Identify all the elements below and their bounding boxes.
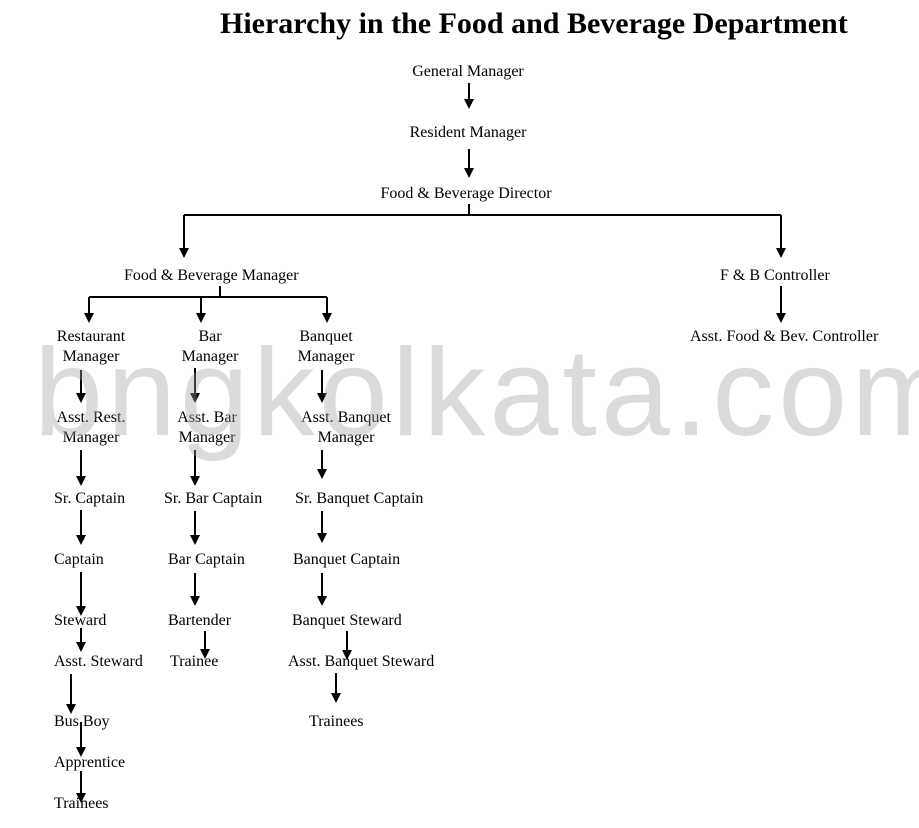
node-banquet-steward: Banquet Steward — [292, 612, 402, 629]
arrow-bar-captain-to-bartender-head — [190, 596, 200, 606]
arrow-to-fbm-head — [179, 248, 189, 258]
arrow-gm-to-rm-head — [464, 99, 474, 109]
arrow-fbc-to-afbc-head — [776, 313, 786, 323]
arrow-to-restaurant-manager-head — [84, 313, 94, 323]
node-bar-manager-line1: Bar — [198, 328, 222, 345]
node-bar-manager-line2: Manager — [181, 348, 239, 365]
arrow-rm-to-fbd-head — [464, 168, 474, 178]
node-asst-steward: Asst. Steward — [54, 653, 143, 670]
node-restaurant-trainees: Trainees — [54, 795, 109, 812]
node-asst-bar-manager: Asst. Bar Manager — [165, 408, 249, 448]
arrow-banq-steward-to-asst-head — [342, 650, 352, 660]
node-asst-banquet-manager-line1: Asst. Banquet — [301, 409, 391, 426]
node-restaurant-manager-line1: Restaurant — [56, 328, 126, 345]
node-asst-banquet-manager: Asst. Banquet Manager — [286, 408, 406, 448]
node-restaurant-manager: Restaurant Manager — [46, 327, 136, 367]
arrow-banq-asst-to-trainees-head — [331, 693, 341, 703]
node-bus-boy: Bus Boy — [54, 713, 110, 730]
chart-title: Hierarchy in the Food and Beverage Depar… — [220, 7, 848, 40]
arrow-banq-mgr-to-asst-head — [317, 393, 327, 403]
node-food-beverage-manager: Food & Beverage Manager — [124, 267, 299, 284]
node-banquet-trainees: Trainees — [309, 713, 364, 730]
node-fb-controller: F & B Controller — [720, 267, 830, 284]
node-captain: Captain — [54, 551, 104, 568]
arrow-apprentice-to-trainees-head — [76, 793, 86, 803]
arrow-banq-sr-captain-to-captain-head — [317, 533, 327, 543]
node-food-beverage-director: Food & Beverage Director — [380, 185, 552, 202]
node-sr-bar-captain: Sr. Bar Captain — [164, 490, 263, 507]
arrow-banq-asst-to-sr-captain-head — [317, 469, 327, 479]
node-general-manager: General Manager — [412, 63, 524, 80]
node-apprentice: Apprentice — [54, 754, 126, 771]
node-asst-rest-manager: Asst. Rest. Manager — [46, 408, 136, 448]
arrow-bar-mgr-to-asst-head — [190, 393, 200, 403]
arrow-rest-asst-to-sr-captain-head — [76, 476, 86, 486]
arrow-bar-asst-to-sr-captain-head — [190, 476, 200, 486]
node-asst-bar-manager-line2: Manager — [178, 429, 236, 446]
node-restaurant-manager-line2: Manager — [62, 348, 120, 365]
arrow-banq-captain-to-steward-head — [317, 596, 327, 606]
node-asst-banquet-steward: Asst. Banquet Steward — [288, 653, 435, 670]
arrow-rest-mgr-to-asst-head — [76, 393, 86, 403]
arrow-bartender-to-trainee-head — [200, 649, 210, 659]
node-bartender: Bartender — [168, 612, 232, 629]
node-banquet-captain: Banquet Captain — [293, 551, 401, 568]
arrow-bar-sr-captain-to-captain-head — [190, 535, 200, 545]
node-bar-manager: Bar Manager — [168, 327, 252, 367]
node-asst-banquet-manager-line2: Manager — [317, 429, 375, 446]
arrow-captain-to-steward-head — [76, 606, 86, 616]
node-banquet-manager-line2: Manager — [297, 348, 355, 365]
node-asst-rest-manager-line1: Asst. Rest. — [56, 409, 126, 426]
node-steward: Steward — [54, 612, 107, 629]
arrow-steward-to-asst-steward-head — [76, 642, 86, 652]
node-asst-fb-controller: Asst. Food & Bev. Controller — [690, 328, 879, 345]
arrow-to-banquet-manager-head — [322, 313, 332, 323]
arrow-bus-boy-to-apprentice-head — [76, 747, 86, 757]
node-asst-rest-manager-line2: Manager — [62, 429, 120, 446]
node-bar-captain: Bar Captain — [168, 551, 245, 568]
node-resident-manager: Resident Manager — [409, 124, 527, 141]
node-sr-banquet-captain: Sr. Banquet Captain — [295, 490, 424, 507]
node-banquet-manager-line1: Banquet — [299, 328, 353, 345]
node-banquet-manager: Banquet Manager — [284, 327, 368, 367]
arrow-to-fbc-head — [776, 248, 786, 258]
arrow-sr-captain-to-captain-head — [76, 535, 86, 545]
node-asst-bar-manager-line1: Asst. Bar — [177, 409, 237, 426]
node-bar-trainee: Trainee — [170, 653, 219, 670]
arrow-asst-steward-to-bus-boy-head — [66, 704, 76, 714]
arrow-to-bar-manager-head — [196, 313, 206, 323]
node-sr-captain: Sr. Captain — [54, 490, 126, 507]
